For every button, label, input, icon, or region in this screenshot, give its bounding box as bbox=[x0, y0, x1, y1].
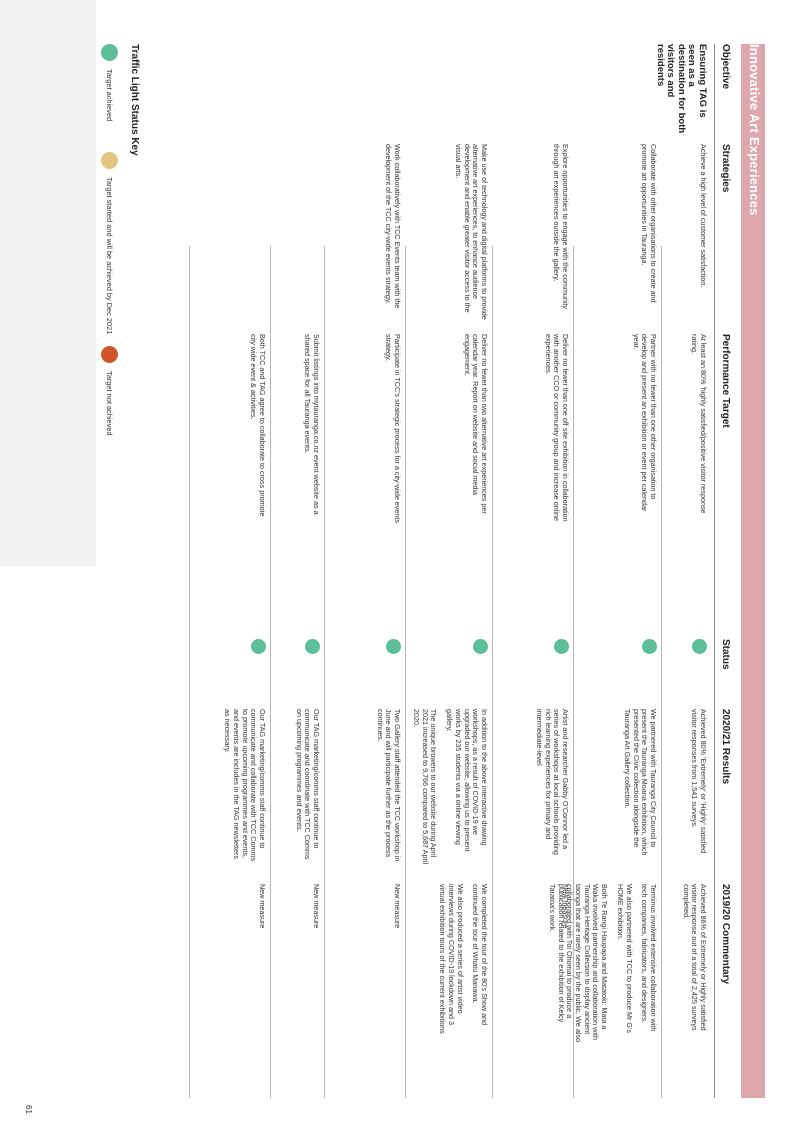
results-cell: Our TAG marketing/comms staff continue t… bbox=[215, 709, 267, 867]
table-row: Explore opportunities to engage with the… bbox=[492, 44, 573, 1098]
results-cell: Two Gallery staff attended the TCC works… bbox=[368, 709, 402, 867]
table-row: Both TCC and TAG agree to collaborate to… bbox=[189, 44, 270, 1098]
row-divider bbox=[661, 246, 662, 1098]
status-cell bbox=[251, 639, 266, 679]
paragraph: New measure bbox=[312, 884, 321, 929]
status-dot-icon bbox=[692, 639, 707, 654]
status-dot-icon bbox=[473, 639, 488, 654]
key-label: Target achieved bbox=[105, 69, 114, 122]
row-divider bbox=[270, 246, 271, 1098]
header-results: 2020/21 Results bbox=[720, 709, 731, 785]
target-cell: Both TCC and TAG agree to collaborate to… bbox=[249, 334, 267, 517]
status-dot-icon bbox=[642, 639, 657, 654]
status-dot-icon bbox=[251, 639, 266, 654]
results-cell: We partnered with Tauranga City Council … bbox=[615, 709, 658, 867]
results-cell: Achieved 80% 'Extremely' or 'Highly' sat… bbox=[683, 709, 708, 867]
results-cell: In addition to the above interactive dra… bbox=[404, 709, 489, 867]
paragraph: New measure bbox=[561, 884, 570, 929]
paragraph: We also partnered with TCC to produce Mr… bbox=[615, 884, 634, 1033]
key-item-achieved: Target achieved bbox=[101, 44, 118, 121]
table-row: Collaborate with other organisations to … bbox=[548, 44, 661, 1098]
row-divider bbox=[573, 246, 574, 1098]
objective-cell: Ensuring TAG is seen as a destination fo… bbox=[655, 44, 708, 134]
header-commentary: 2019/20 Commentary bbox=[720, 884, 731, 985]
paragraph: Our TAG marketing/comms staff continue t… bbox=[223, 709, 267, 862]
commentary-cell: New measure bbox=[553, 884, 570, 1044]
paragraph: Two Gallery staff attended the TCC works… bbox=[375, 709, 402, 862]
strategy-cell: Collaborate with other organisations to … bbox=[640, 144, 658, 303]
target-cell: At least an 80% 'highly satisfied/positi… bbox=[690, 334, 708, 514]
red-dot-icon bbox=[101, 346, 118, 363]
paragraph: In addition to the above interactive dra… bbox=[445, 709, 489, 852]
status-cell bbox=[554, 639, 569, 679]
status-key-title: Traffic Light Status Key bbox=[129, 44, 140, 156]
commentary-cell: We completed the tour of the 80's Show a… bbox=[430, 884, 489, 1044]
status-dot-icon bbox=[554, 639, 569, 654]
commentary-cell: New measure bbox=[250, 884, 267, 1044]
results-cell: Our TAG marketing/comms staff continue t… bbox=[287, 709, 321, 867]
target-cell: Submit listings into mytauranga.co.nz ev… bbox=[303, 334, 321, 515]
paragraph: Achieved 86% of Extremely or Highly sati… bbox=[681, 884, 708, 1031]
status-cell bbox=[692, 639, 707, 679]
header-strategies: Strategies bbox=[720, 144, 731, 193]
key-item-in-progress: Target started and will be achieved by D… bbox=[101, 152, 118, 334]
strategy-cell: Explore opportunities to engage with the… bbox=[552, 144, 570, 310]
paragraph: Our TAG marketing/comms staff continue t… bbox=[294, 709, 321, 860]
key-label: Target not achieved bbox=[105, 371, 114, 436]
table-row: Work collaboratively with TCC Events tea… bbox=[324, 44, 405, 1098]
table-row: Ensuring TAG is seen as a destination fo… bbox=[655, 44, 711, 1098]
paragraph: We completed the tour of the 80's Show a… bbox=[471, 884, 489, 1026]
paragraph: We also produced a series of artist vide… bbox=[438, 884, 465, 1034]
header-performance-target: Performance Target bbox=[720, 334, 731, 428]
commentary-cell: Achieved 86% of Extremely or Highly sati… bbox=[674, 884, 708, 1044]
paragraph: We partnered with Tauranga City Council … bbox=[622, 709, 658, 856]
commentary-cell: New measure bbox=[304, 884, 321, 1044]
amber-dot-icon bbox=[101, 152, 118, 169]
paragraph: Achieved 80% 'Extremely' or 'Highly' sat… bbox=[690, 709, 708, 854]
paragraph: New measure bbox=[258, 884, 267, 929]
header-status: Status bbox=[720, 639, 731, 670]
status-cell bbox=[386, 639, 401, 679]
strategy-cell: Work collaboratively with TCC Events tea… bbox=[384, 144, 402, 309]
status-dot-icon bbox=[386, 639, 401, 654]
table-row: Submit listings into mytauranga.co.nz ev… bbox=[270, 44, 324, 1098]
commentary-cell: New measure bbox=[385, 884, 402, 1044]
paragraph: Artist and researcher Gabby O'Connor led… bbox=[534, 709, 570, 855]
table-row: Make use of technology and digital platf… bbox=[405, 44, 492, 1098]
row-divider bbox=[189, 246, 190, 1098]
header-divider bbox=[714, 44, 715, 1098]
status-cell bbox=[305, 639, 320, 679]
status-cell bbox=[642, 639, 657, 679]
green-dot-icon bbox=[101, 44, 118, 61]
strategy-cell: Achieve a high level of customer satisfa… bbox=[699, 144, 708, 288]
section-banner: Innovative Art Experiences bbox=[741, 44, 765, 1098]
section-title: Innovative Art Experiences bbox=[747, 44, 762, 216]
paragraph: The unique browers to our website during… bbox=[412, 709, 439, 865]
row-divider bbox=[492, 246, 493, 1098]
key-label: Target started and will be achieved by D… bbox=[105, 177, 114, 335]
status-dot-icon bbox=[305, 639, 320, 654]
status-cell bbox=[473, 639, 488, 679]
page-number: 61 bbox=[24, 1105, 33, 1114]
key-item-not-achieved: Target not achieved bbox=[101, 346, 118, 436]
target-cell: Partner with no fewer than one other org… bbox=[631, 334, 658, 512]
results-cell: Artist and researcher Gabby O'Connor led… bbox=[527, 709, 570, 867]
strategy-cell: Make use of technology and digital platf… bbox=[453, 144, 489, 320]
paragraph: New measure bbox=[393, 884, 402, 929]
left-panel-background bbox=[0, 0, 96, 566]
target-cell: Deliver no fewer than one off site exhib… bbox=[543, 334, 570, 522]
row-divider bbox=[405, 246, 406, 1098]
paragraph: Terminus involved extensive collaboratio… bbox=[640, 884, 658, 1032]
row-divider bbox=[324, 246, 325, 1098]
target-cell: Participate in TCC's strategic process f… bbox=[384, 334, 402, 523]
target-cell: Deliver no fewer than two alternative ar… bbox=[462, 334, 489, 514]
header-objective: Objective bbox=[720, 44, 731, 90]
